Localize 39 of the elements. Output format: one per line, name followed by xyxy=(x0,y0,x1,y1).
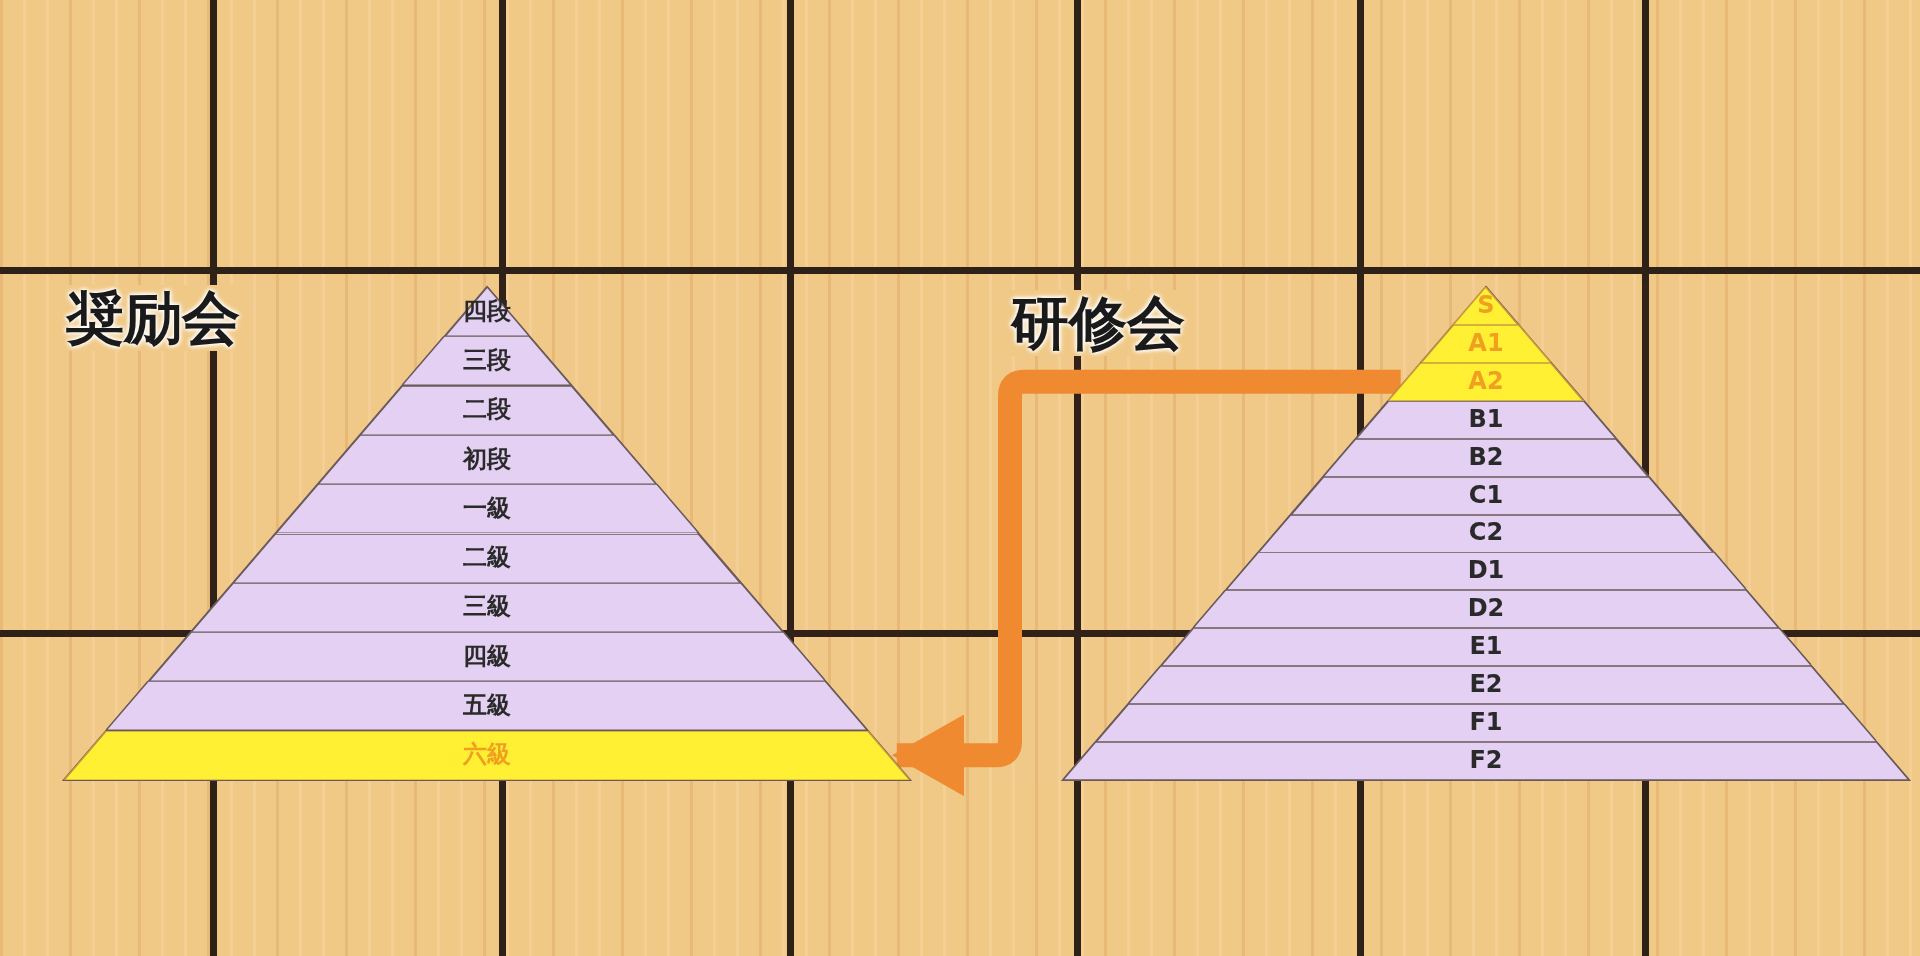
pyramid-tier xyxy=(317,434,657,485)
tier-label: B1 xyxy=(1468,404,1504,433)
pyramid-tier xyxy=(1063,742,1909,780)
pyramid-tier xyxy=(64,730,910,780)
tier-label: 三級 xyxy=(463,592,511,621)
tier-label: 一級 xyxy=(463,493,511,522)
tier-label: C1 xyxy=(1468,480,1504,509)
tier-label: F2 xyxy=(1469,746,1503,774)
pyramid-tier xyxy=(106,681,868,731)
tier-label: A2 xyxy=(1468,366,1504,395)
tier-label: 四段 xyxy=(463,296,511,325)
tier-label: 二段 xyxy=(463,395,511,424)
tier-label: B2 xyxy=(1468,442,1504,471)
tier-label: 六級 xyxy=(463,740,511,769)
tier-label: E1 xyxy=(1469,632,1503,661)
tier-label: 三段 xyxy=(463,345,511,374)
tier-label: S xyxy=(1477,290,1495,319)
pyramid-tier xyxy=(360,385,614,435)
tier-label: A1 xyxy=(1468,328,1504,357)
pyramid-tier xyxy=(1388,362,1584,401)
tier-label: 二級 xyxy=(463,543,511,572)
pyramid-tier xyxy=(1225,552,1747,591)
pyramid-tier xyxy=(1193,590,1779,629)
tier-label: D2 xyxy=(1467,594,1505,623)
pyramid-tier xyxy=(444,287,530,337)
arrow xyxy=(892,369,1401,797)
tier-label: 五級 xyxy=(463,691,511,720)
tier-label: F1 xyxy=(1469,708,1503,737)
pyramid-tier xyxy=(1095,704,1877,743)
tier-label: 四級 xyxy=(463,641,511,670)
pyramid-tier xyxy=(1355,400,1617,439)
tier-label: D1 xyxy=(1467,556,1505,585)
tier-label: C2 xyxy=(1468,518,1504,547)
tier-label: 初段 xyxy=(463,444,511,473)
pyramid-tier xyxy=(1160,628,1812,667)
tier-label: E2 xyxy=(1469,670,1503,699)
pyramid-tier xyxy=(402,336,572,386)
pyramid-tier xyxy=(148,632,826,682)
pyramid-tier xyxy=(1128,666,1844,705)
